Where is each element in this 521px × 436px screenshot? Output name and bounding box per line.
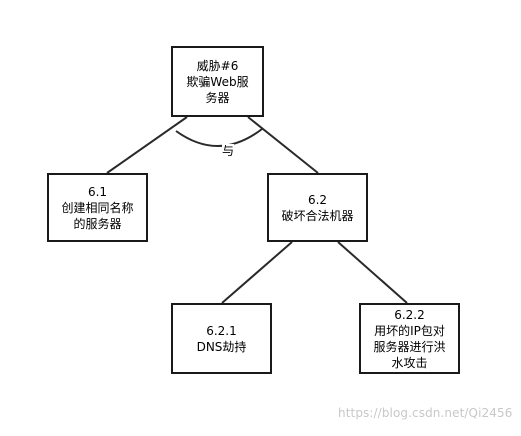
and-label: 与 [222, 144, 235, 158]
edge-root-to-6-2 [247, 116, 319, 174]
watermark: https://blog.csdn.net/Qi2456 [338, 406, 513, 420]
node-6-1: 6.1 创建相同名称 的服务器 [47, 173, 148, 242]
node-6-2: 6.2 破坏合法机器 [267, 173, 368, 242]
node-6-2-2: 6.2.2 用坏的IP包对 服务器进行洪 水攻击 [359, 303, 460, 374]
and-arc [175, 128, 263, 147]
edge-6-2-to-6-2-1 [221, 241, 293, 304]
node-threat-6: 威胁#6 欺骗Web服 务器 [171, 46, 264, 117]
node-6-2-1: 6.2.1 DNS劫持 [171, 303, 272, 374]
edge-6-2-to-6-2-2 [337, 241, 408, 304]
edge-root-to-6-1 [106, 116, 188, 174]
